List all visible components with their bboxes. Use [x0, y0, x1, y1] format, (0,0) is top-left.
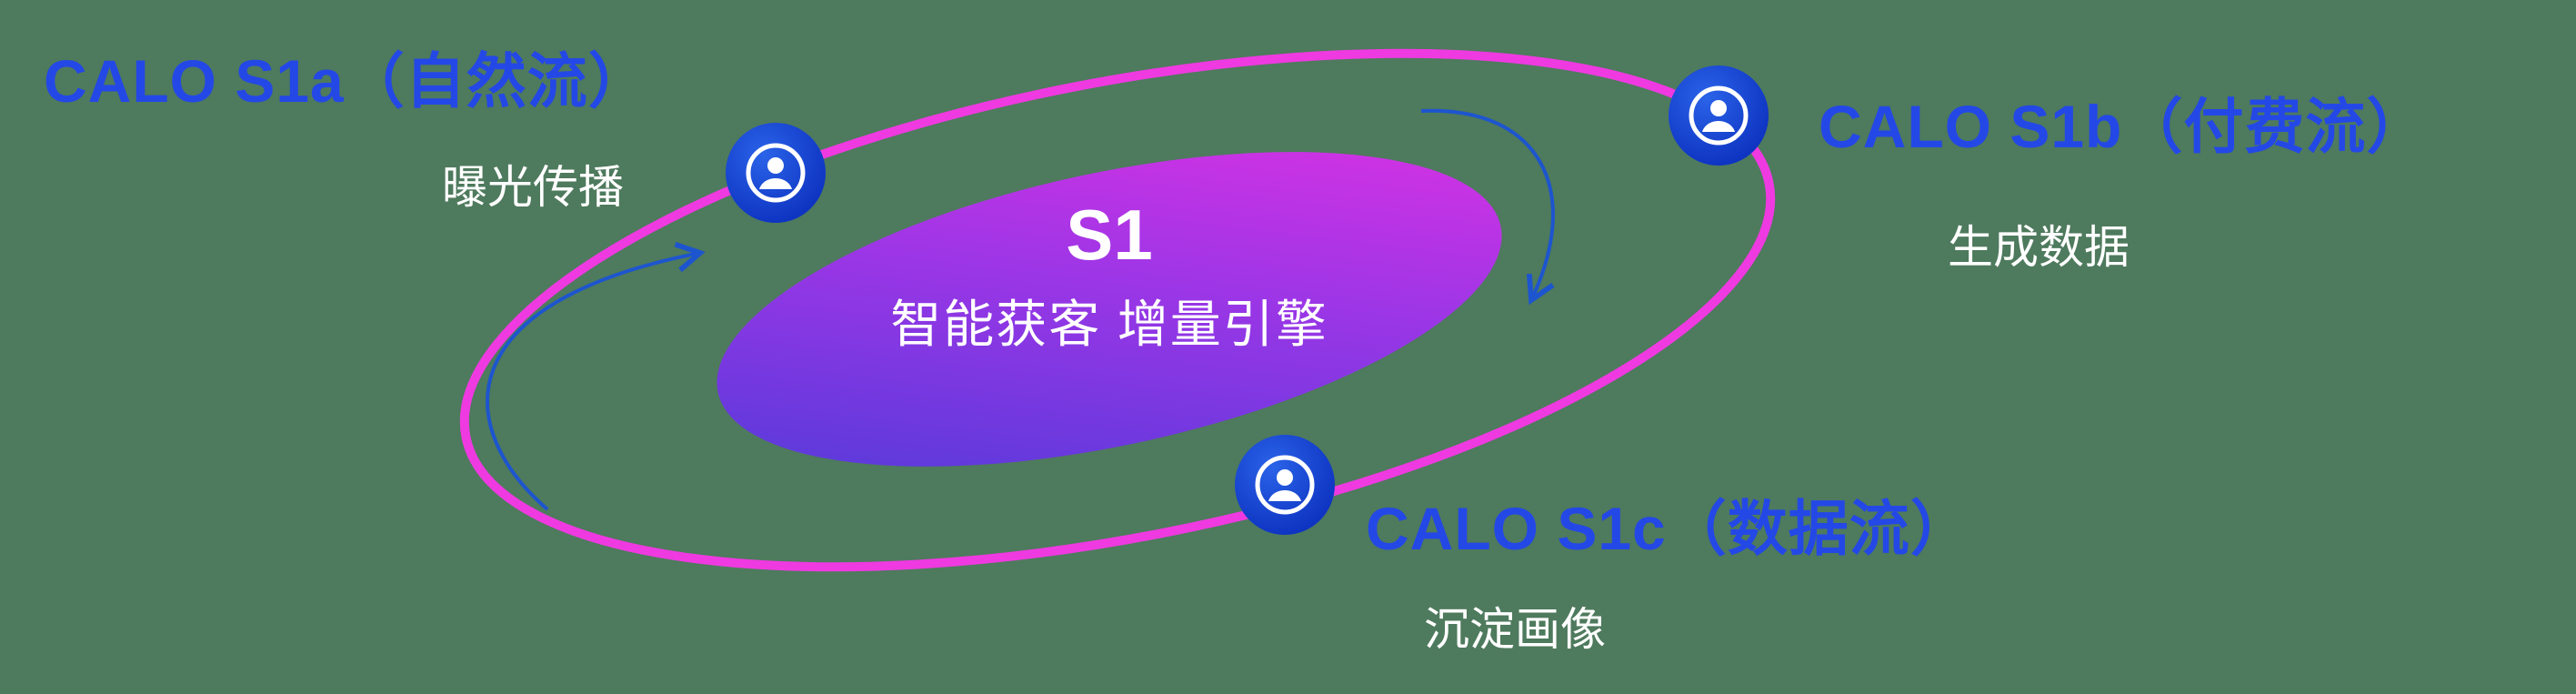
core-text-block: S1 智能获客 增量引擎: [818, 196, 1400, 357]
node-title-s1c: CALO S1c（数据流）: [1366, 495, 1971, 562]
flow-arrow-left: [486, 241, 706, 511]
node-subtitle-s1c: 沉淀画像: [1424, 604, 1606, 655]
user-in-circle-icon: [1689, 85, 1749, 146]
orbit-ellipse: [459, 48, 1776, 572]
node-subtitle-s1a: 曝光传播: [442, 162, 624, 213]
node-subtitle-s1b: 生成数据: [1948, 222, 2130, 273]
flow-arrow-top-right: [1420, 108, 1555, 306]
badge-s1b: [1669, 65, 1769, 166]
node-title-s1b: CALO S1b（付费流）: [1819, 93, 2428, 160]
core-subtitle: 智能获客 增量引擎: [890, 295, 1328, 353]
core-title: S1: [1066, 195, 1153, 275]
user-in-circle-icon: [1255, 455, 1315, 515]
badge-s1a: [726, 123, 826, 223]
badge-s1c: [1235, 435, 1335, 535]
core-ellipse: [717, 152, 1502, 467]
node-title-s1a: CALO S1a（自然流）: [44, 47, 649, 115]
user-in-circle-icon: [746, 143, 806, 203]
